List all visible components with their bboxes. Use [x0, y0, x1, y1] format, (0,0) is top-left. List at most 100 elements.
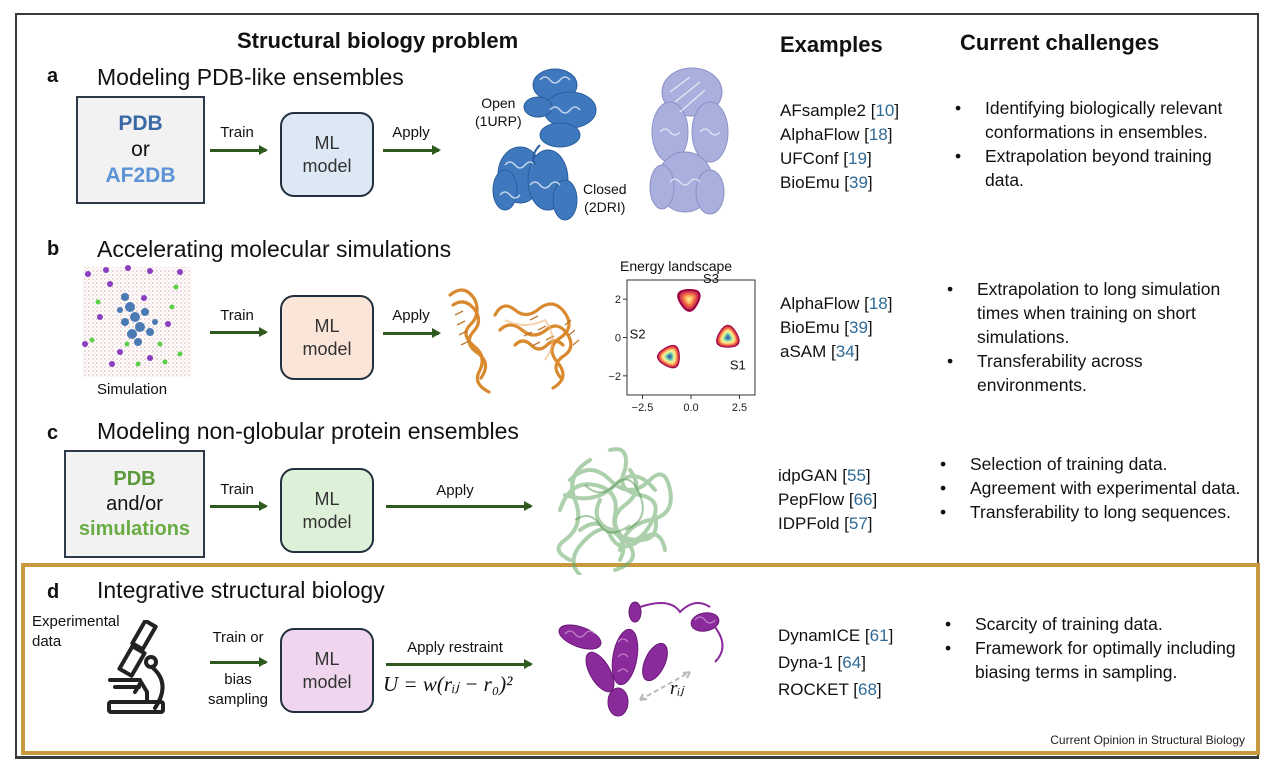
- example-item[interactable]: BioEmu [39]: [780, 173, 873, 192]
- model-label: model: [302, 511, 352, 532]
- y-tick-label: 2: [615, 294, 621, 306]
- challenges-list-a: •Identifying biologically relevant confo…: [955, 96, 1255, 192]
- protein-ensemble-orange: [448, 288, 580, 394]
- energy-contour: [726, 336, 730, 339]
- restraint-formula: U = w(rᵢⱼ − r₀)²: [383, 672, 513, 696]
- panel-title-b: Accelerating molecular simulations: [97, 236, 452, 262]
- ml-label: ML: [314, 649, 340, 669]
- header-challenges: Current challenges: [960, 30, 1160, 55]
- ref-link[interactable]: 68: [858, 680, 877, 699]
- energy-contour: [686, 297, 692, 302]
- header-problem: Structural biology problem: [237, 28, 519, 53]
- example-item[interactable]: AlphaFlow [18]: [780, 125, 893, 144]
- y-tick-label: 0: [615, 333, 621, 345]
- ml-model-box-a: ML model: [280, 112, 374, 197]
- open-id: (1URP): [475, 113, 522, 129]
- ref-link[interactable]: 18: [868, 294, 888, 313]
- simulation-box-image: [82, 265, 191, 377]
- model-label: model: [302, 155, 352, 176]
- example-item[interactable]: IDPFold [57]: [778, 514, 873, 533]
- panel-title-d: Integrative structural biology: [97, 577, 385, 603]
- source-af2db: AF2DB: [105, 164, 176, 188]
- basin-label-S1: S1: [730, 358, 746, 373]
- examples-list-a: AFsample2 [10] AlphaFlow [18] UFConf [19…: [780, 99, 899, 195]
- ref-link[interactable]: 61: [869, 626, 889, 645]
- ml-label: ML: [314, 489, 340, 509]
- example-item[interactable]: aSAM [34]: [780, 342, 860, 361]
- apply-label-b: Apply: [392, 307, 430, 324]
- ml-model-box-c: ML model: [280, 468, 374, 553]
- ml-model-box-b: ML model: [280, 295, 374, 380]
- train-arrow-c: [210, 501, 268, 510]
- challenge-item: •Framework for optimally including biasi…: [945, 638, 1236, 682]
- label-line: sampling: [207, 691, 269, 708]
- open-structure-label: Open (1URP): [475, 94, 522, 130]
- data-source-box-c: PDB and/or simulations: [64, 450, 205, 558]
- ml-model-box-d: ML model: [280, 628, 374, 713]
- example-item[interactable]: UFConf [19]: [780, 149, 872, 168]
- challenge-item: •Extrapolation to long simulation times …: [947, 279, 1221, 347]
- apply-arrow-b: [383, 328, 441, 337]
- protein-structure-purple: [558, 601, 724, 717]
- basin-label-S2: S2: [630, 327, 646, 342]
- ml-label: ML: [314, 316, 340, 336]
- ref-link[interactable]: 10: [875, 101, 895, 120]
- apply-arrow-d: [386, 659, 533, 668]
- example-item[interactable]: AlphaFlow [18]: [780, 294, 893, 313]
- closed-id: (2DRI): [584, 199, 626, 215]
- protein-structure-open-1urp: [492, 68, 597, 221]
- ref-link[interactable]: 19: [848, 149, 867, 168]
- ref-link[interactable]: 64: [842, 653, 862, 672]
- ref-link[interactable]: 18: [868, 125, 888, 144]
- challenge-item: •Transferability to long sequences.: [940, 502, 1232, 522]
- source-and-or: and/or: [106, 492, 163, 515]
- train-arrow-d: [210, 657, 268, 666]
- panel-letter-a: a: [47, 65, 59, 87]
- y-tick-label: −2: [608, 371, 621, 383]
- example-item[interactable]: BioEmu [39]: [780, 318, 873, 337]
- energy-contour: [668, 355, 671, 358]
- microscope-icon: [107, 620, 165, 714]
- panel-letter-b: b: [47, 238, 60, 260]
- highlight-box-panel-d: [21, 563, 1260, 755]
- challenges-list-d: •Scarcity of training data. •Framework f…: [945, 612, 1245, 684]
- closed-label: Closed: [583, 181, 627, 197]
- source-pdb: PDB: [118, 111, 163, 135]
- panel-title-a: Modeling PDB-like ensembles: [97, 64, 404, 90]
- train-label-a: Train: [220, 124, 254, 141]
- example-item[interactable]: idpGAN [55]: [778, 466, 871, 485]
- caption-line: Experimental: [32, 613, 120, 630]
- ref-link[interactable]: 39: [848, 173, 868, 192]
- challenges-list-c: •Selection of training data. •Agreement …: [940, 452, 1260, 524]
- example-item[interactable]: Dyna-1 [64]: [778, 653, 866, 672]
- x-tick-label: −2.5: [632, 402, 654, 414]
- train-or-bias-label: Train or bias sampling: [203, 628, 273, 710]
- example-item[interactable]: DynamICE [61]: [778, 626, 894, 645]
- panel-letter-c: c: [47, 422, 59, 444]
- examples-list-c: idpGAN [55] PepFlow [66] IDPFold [57]: [778, 464, 877, 536]
- chart-title: Energy landscape: [620, 258, 733, 274]
- open-label: Open: [481, 95, 516, 111]
- ref-link[interactable]: 57: [848, 514, 868, 533]
- challenge-item: •Selection of training data.: [940, 454, 1168, 474]
- ref-link[interactable]: 39: [848, 318, 868, 337]
- ref-link[interactable]: 34: [835, 342, 855, 361]
- examples-list-d: DynamICE [61] Dyna-1 [64] ROCKET [68]: [778, 622, 893, 703]
- example-item[interactable]: PepFlow [66]: [778, 490, 878, 509]
- train-label-b: Train: [220, 307, 254, 324]
- ml-label: ML: [314, 133, 340, 153]
- caption-line: data: [32, 633, 62, 650]
- x-tick-label: 2.5: [732, 402, 747, 414]
- journal-footer: Current Opinion in Structural Biology: [1050, 733, 1245, 747]
- challenge-item: •Extrapolation beyond training data.: [955, 146, 1212, 190]
- ref-link[interactable]: 55: [846, 466, 866, 485]
- panel-title-c: Modeling non-globular protein ensembles: [97, 418, 519, 444]
- model-label: model: [302, 671, 352, 692]
- model-label: model: [302, 338, 352, 359]
- train-arrow-b: [210, 327, 268, 336]
- example-item[interactable]: ROCKET [68]: [778, 680, 882, 699]
- basin-label-S3: S3: [703, 272, 719, 286]
- example-item[interactable]: AFsample2 [10]: [780, 101, 900, 120]
- ref-link[interactable]: 66: [853, 490, 873, 509]
